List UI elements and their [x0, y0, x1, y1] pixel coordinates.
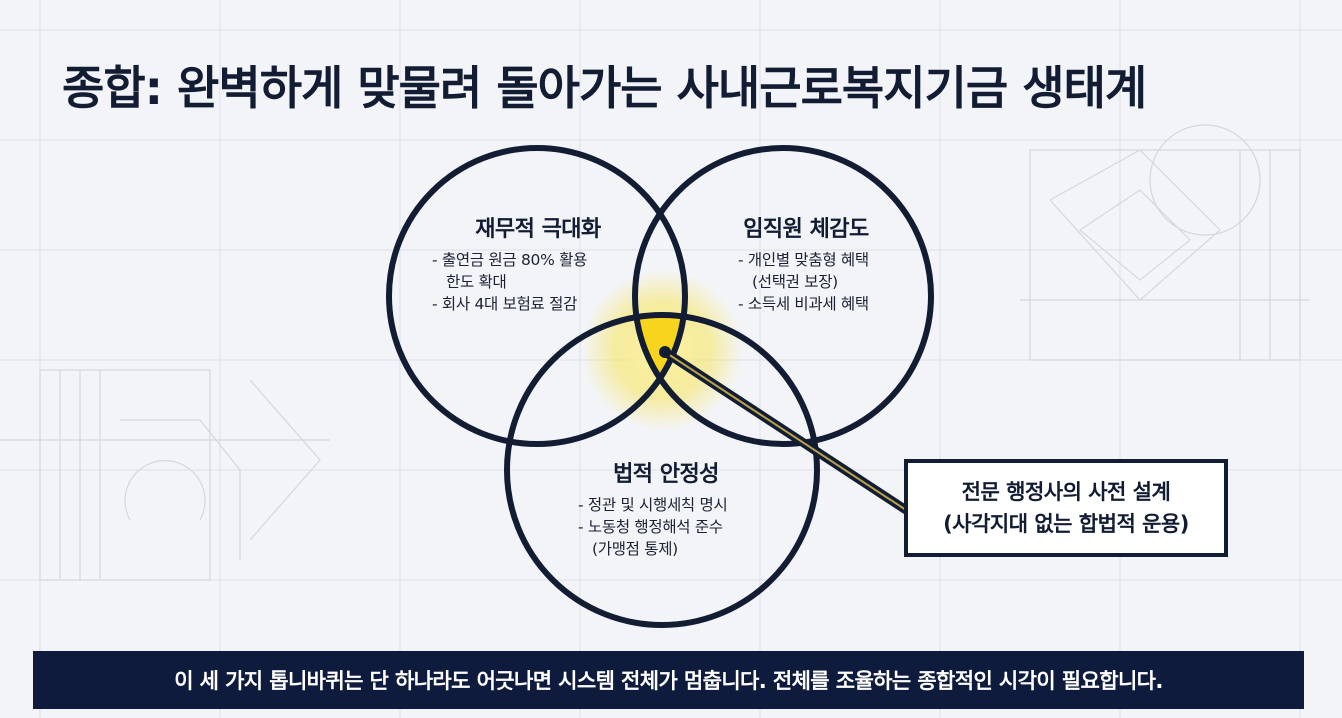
callout-box: 전문 행정사의 사전 설계 (사각지대 없는 합법적 운용): [904, 459, 1228, 557]
summary-banner: 이 세 가지 톱니바퀴는 단 하나라도 어긋나면 시스템 전체가 멈춥니다. 전…: [33, 651, 1304, 709]
finance-title: 재무적 극대화: [475, 217, 601, 242]
page-title: 종합: 완벽하게 맞물려 돌아가는 사내근로복지기금 생태계: [62, 61, 1147, 115]
legal-bullets: - 정관 및 시행세칙 명시 - 노동청 행정해석 준수 (가맹점 통제): [578, 494, 728, 560]
employee-bullet-1: - 개인별 맞춤형 혜택: [738, 251, 869, 269]
finance-bullet-1: - 출연금 원금 80% 활용: [432, 251, 588, 269]
employee-title: 임직원 체감도: [743, 217, 869, 242]
legal-bullet-2: - 노동청 행정해석 준수: [578, 518, 723, 536]
pointer-dot: [659, 346, 671, 358]
finance-bullet-1-cont: 한도 확대: [446, 273, 507, 291]
legal-bullet-2-cont: (가맹점 통제): [592, 540, 678, 558]
callout-line-2: (사각지대 없는 합법적 운용): [943, 512, 1189, 536]
finance-bullet-2: - 회사 4대 보험료 절감: [432, 295, 578, 313]
circle-legal: [504, 312, 820, 628]
employee-bullets: - 개인별 맞춤형 혜택 (선택권 보장) - 소득세 비과세 혜택: [738, 249, 869, 315]
circle-finance: [386, 145, 688, 447]
summary-banner-text: 이 세 가지 톱니바퀴는 단 하나라도 어긋나면 시스템 전체가 멈춥니다. 전…: [174, 669, 1163, 693]
employee-bullet-1-cont: (선택권 보장): [752, 273, 838, 291]
finance-bullets: - 출연금 원금 80% 활용 한도 확대 - 회사 4대 보험료 절감: [432, 249, 587, 315]
circle-employee: [632, 145, 934, 447]
legal-bullet-1: - 정관 및 시행세칙 명시: [578, 496, 728, 514]
callout-line-1: 전문 행정사의 사전 설계: [961, 480, 1171, 504]
employee-bullet-2: - 소득세 비과세 혜택: [738, 295, 869, 313]
legal-title: 법적 안정성: [613, 462, 719, 487]
